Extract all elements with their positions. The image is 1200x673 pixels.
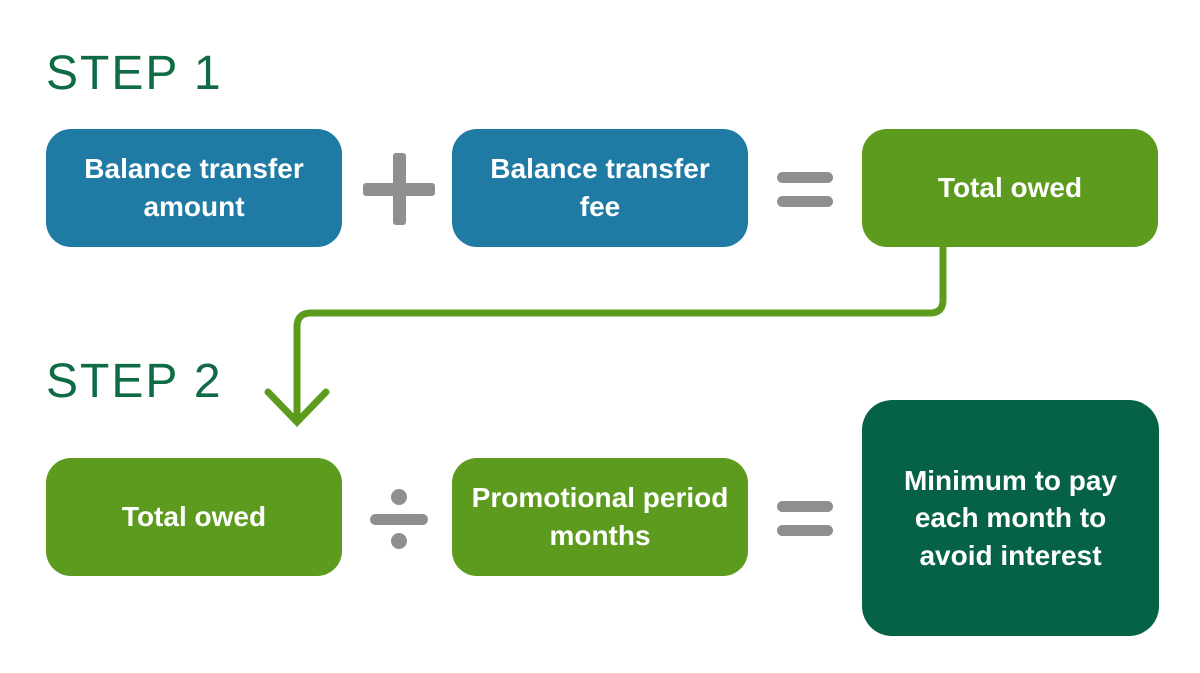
step2-operand2-label: Promotional period months xyxy=(471,482,729,551)
step1-operand2-label: Balance transfer fee xyxy=(490,153,710,222)
step1-operand2-box: Balance transfer fee xyxy=(452,129,748,247)
step1-operand1-box: Balance transfer amount xyxy=(46,129,342,247)
step1-result-label: Total owed xyxy=(937,172,1083,204)
step2-result-label: Minimum to pay each month to avoid inter… xyxy=(903,464,1118,571)
step1-operand1-label: Balance transfer amount xyxy=(84,153,304,222)
step1-result-box: Total owed xyxy=(862,129,1158,247)
step2-result-box: Minimum to pay each month to avoid inter… xyxy=(862,400,1159,636)
equals-icon xyxy=(777,501,833,536)
equals-icon-bar xyxy=(777,525,833,536)
equals-icon-bar xyxy=(777,501,833,512)
step2-operand1-box: Total owed xyxy=(46,458,342,576)
divide-icon xyxy=(370,489,428,549)
equals-icon-bar xyxy=(777,196,833,207)
plus-icon xyxy=(363,153,435,225)
plus-icon-bar xyxy=(393,153,406,225)
equals-icon-bar xyxy=(777,172,833,183)
step2-operand2-box: Promotional period months xyxy=(452,458,748,576)
step1-heading: STEP 1 xyxy=(46,47,223,100)
divide-icon-dot xyxy=(391,489,407,505)
divide-icon-bar xyxy=(370,514,428,525)
divide-icon-dot xyxy=(391,533,407,549)
step2-operand1-label: Total owed xyxy=(121,501,267,533)
equals-icon xyxy=(777,172,833,207)
step2-heading: STEP 2 xyxy=(46,355,223,408)
